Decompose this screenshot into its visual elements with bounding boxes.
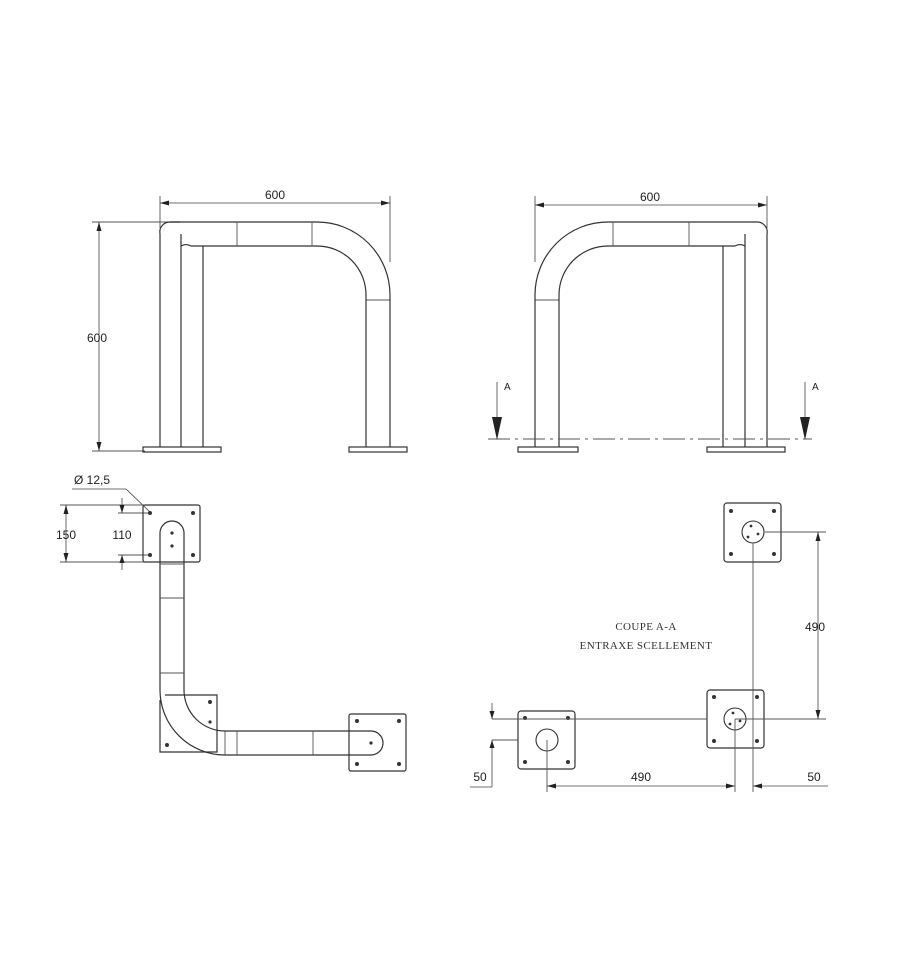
front-view: 600 600 [87, 188, 408, 453]
section-vertical-label: 490 [805, 620, 825, 634]
side-barrier [517, 221, 786, 453]
section-left-plate [517, 710, 576, 770]
front-width-dimension: 600 [159, 188, 391, 262]
section-left-offset-dimension: 50 [470, 703, 495, 788]
side-width-label: 600 [640, 190, 660, 204]
plan-view: Ø 12,5 150 110 [56, 473, 407, 772]
section-title-line2: ENTRAXE SCELLEMENT [580, 640, 713, 652]
plan-top-plate [142, 504, 201, 563]
bolt-spacing-dimension: 110 [112, 498, 150, 570]
front-height-label: 600 [87, 331, 107, 345]
section-marker-right: A [812, 382, 819, 393]
section-horizontal-label: 490 [631, 770, 651, 784]
section-left-offset-label: 50 [473, 770, 487, 784]
section-view: COUPE A-A ENTRAXE SCELLEMENT [470, 502, 828, 792]
section-line: A A [488, 382, 819, 440]
bolt-diameter-callout: Ø 12,5 [72, 473, 151, 513]
section-title-line1: COUPE A-A [615, 621, 676, 633]
side-view: 600 [488, 190, 819, 453]
front-height-dimension: 600 [87, 221, 172, 452]
front-width-label: 600 [265, 188, 285, 202]
section-right-offset-dimension: 50 [753, 770, 828, 789]
bolt-diameter-label: Ø 12,5 [74, 473, 110, 487]
plan-right-plate [348, 713, 407, 772]
bolt-spacing-label: 110 [112, 528, 131, 542]
section-top-plate [723, 502, 782, 563]
plate-size-label: 150 [56, 528, 76, 542]
section-right-offset-label: 50 [807, 770, 821, 784]
side-width-dimension: 600 [534, 190, 768, 262]
section-marker-left: A [504, 382, 511, 393]
section-vertical-dimension: 490 [735, 531, 826, 720]
plate-size-dimension: 150 [56, 504, 145, 563]
front-barrier [142, 221, 408, 453]
plan-corner-plate [159, 694, 218, 753]
section-horizontal-dimension: 490 [546, 543, 754, 792]
plan-tube [159, 520, 384, 756]
